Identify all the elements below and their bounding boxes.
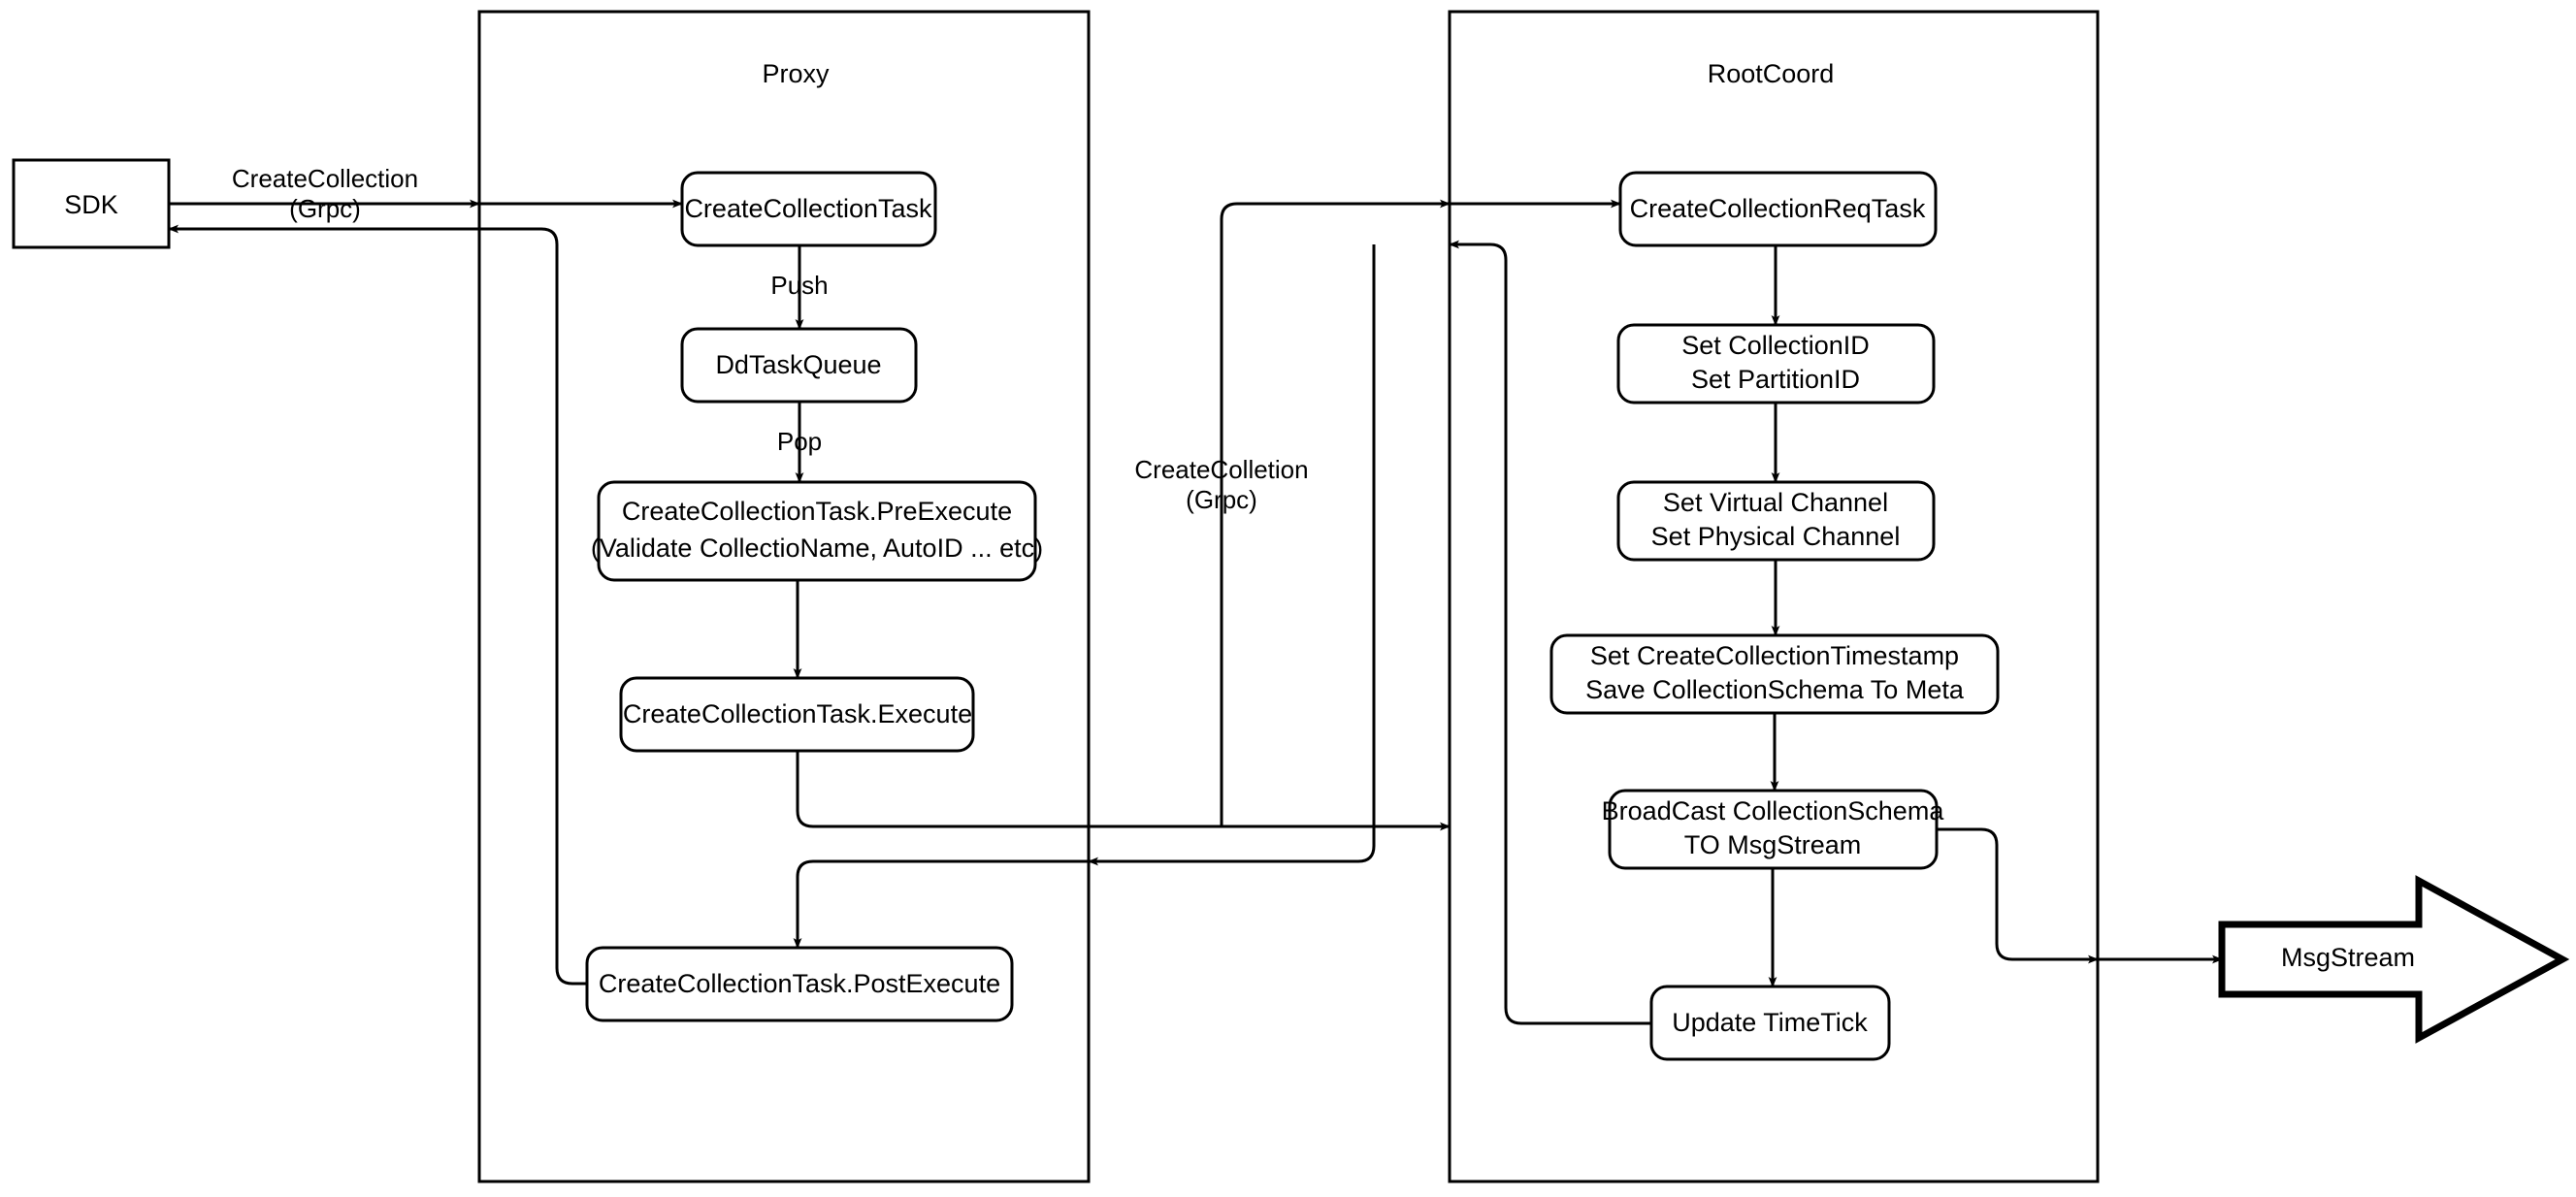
node-set-timestamp-label-line2: Save CollectionSchema To Meta <box>1585 675 1965 704</box>
container-rootcoord-title: RootCoord <box>1708 59 1835 88</box>
node-create-collection-req-task[interactable] <box>1618 171 1938 247</box>
node-set-channels-label-line2: Set Physical Channel <box>1651 522 1901 551</box>
edge-label-sdk-grpc-line2: (Grpc) <box>289 194 361 223</box>
edge-broadcast-to-rootcoord-boundary <box>1937 827 2099 964</box>
node-sdk-label: SDK <box>64 190 118 219</box>
edge-execute-to-rootcoord-request <box>796 751 1451 831</box>
node-pre-execute-label-line1: CreateCollectionTask.PreExecute <box>622 497 1012 526</box>
edge-gap-return-to-proxy <box>1088 244 1376 866</box>
node-msgstream[interactable] <box>2218 875 2570 1044</box>
edge-label-rootcoord-grpc-line1: CreateColletion <box>1134 455 1308 484</box>
node-pre-execute[interactable] <box>597 480 1037 582</box>
node-create-collection-task[interactable] <box>680 171 937 247</box>
container-proxy-title: Proxy <box>762 59 830 88</box>
node-update-timetick-label: Update TimeTick <box>1672 1008 1868 1037</box>
container-proxy <box>477 10 1091 1183</box>
edge-update-timetick-to-rootcoord-boundary-out <box>1449 240 1651 1025</box>
node-pre-execute-label-line2: (Validate CollectioName, AutoID ... etc) <box>591 534 1043 563</box>
node-broadcast-label-line2: TO MsgStream <box>1684 830 1862 859</box>
node-set-ids-label-line2: Set PartitionID <box>1691 365 1860 394</box>
edge-post-execute-to-sdk-response <box>168 224 587 986</box>
edge-label-pop: Pop <box>777 427 822 456</box>
container-rootcoord <box>1448 10 2100 1183</box>
node-create-collection-task-label: CreateCollectionTask <box>684 194 932 223</box>
node-dd-task-queue-label: DdTaskQueue <box>715 350 881 379</box>
edge-gap-riser-to-rootcoord <box>1220 199 1451 826</box>
edge-label-push: Push <box>770 271 828 300</box>
node-msgstream-label: MsgStream <box>2281 943 2415 972</box>
node-set-channels-label-line1: Set Virtual Channel <box>1663 488 1888 517</box>
edge-proxy-boundary-to-post-execute <box>793 859 1089 949</box>
edge-label-sdk-grpc-line1: CreateCollection <box>232 164 418 193</box>
edge-label-rootcoord-grpc-line2: (Grpc) <box>1186 485 1257 514</box>
node-set-ids-label-line1: Set CollectionID <box>1681 331 1870 360</box>
node-set-timestamp-label-line1: Set CreateCollectionTimestamp <box>1590 641 1959 670</box>
node-post-execute-label: CreateCollectionTask.PostExecute <box>599 969 1000 998</box>
node-execute-label: CreateCollectionTask.Execute <box>623 699 972 728</box>
node-create-collection-req-task-label: CreateCollectionReqTask <box>1630 194 1926 223</box>
node-broadcast-label-line1: BroadCast CollectionSchema <box>1602 796 1945 825</box>
